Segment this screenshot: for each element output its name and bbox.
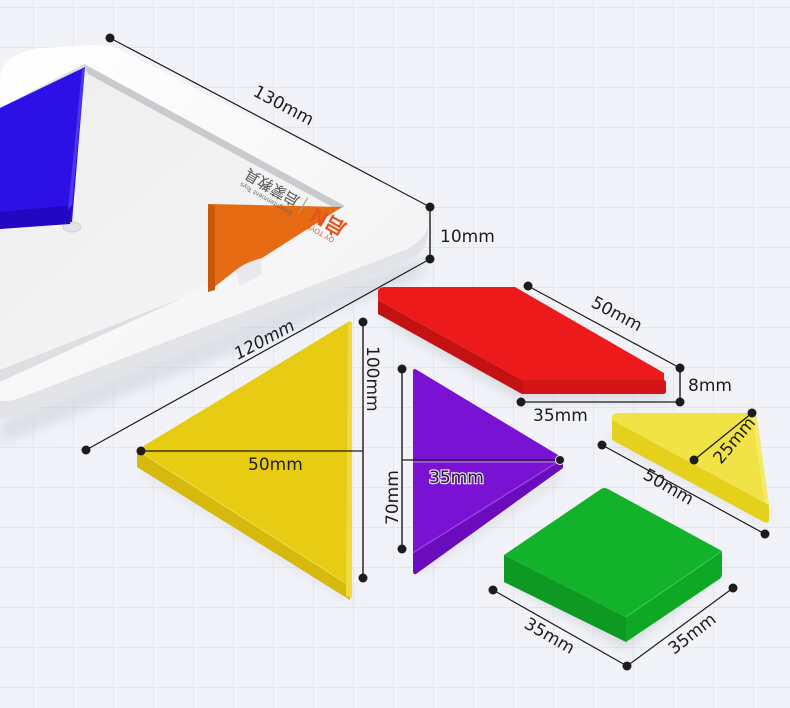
- medium-triangle-height-label: 70mm: [383, 470, 403, 525]
- large-triangle-height-label: 100mm: [362, 346, 382, 412]
- red-parallelogram-piece: [378, 287, 670, 400]
- large-triangle-median-label: 50mm: [248, 455, 303, 475]
- tray-height-label: 10mm: [440, 227, 495, 247]
- parallelogram-short-label: 35mm: [533, 406, 588, 426]
- piece-thickness-label: 8mm: [688, 376, 732, 396]
- medium-triangle-dimensions: 70mm 35mm: [383, 364, 565, 554]
- medium-triangle-median-label: 35mm: [429, 468, 484, 488]
- large-triangle-dimensions: 50mm 100mm: [136, 317, 382, 583]
- large-yellow-triangle-piece: [136, 321, 355, 600]
- orange-triangle-piece: [208, 204, 342, 292]
- green-square-piece: [504, 488, 725, 650]
- blue-triangle-piece: [0, 67, 85, 229]
